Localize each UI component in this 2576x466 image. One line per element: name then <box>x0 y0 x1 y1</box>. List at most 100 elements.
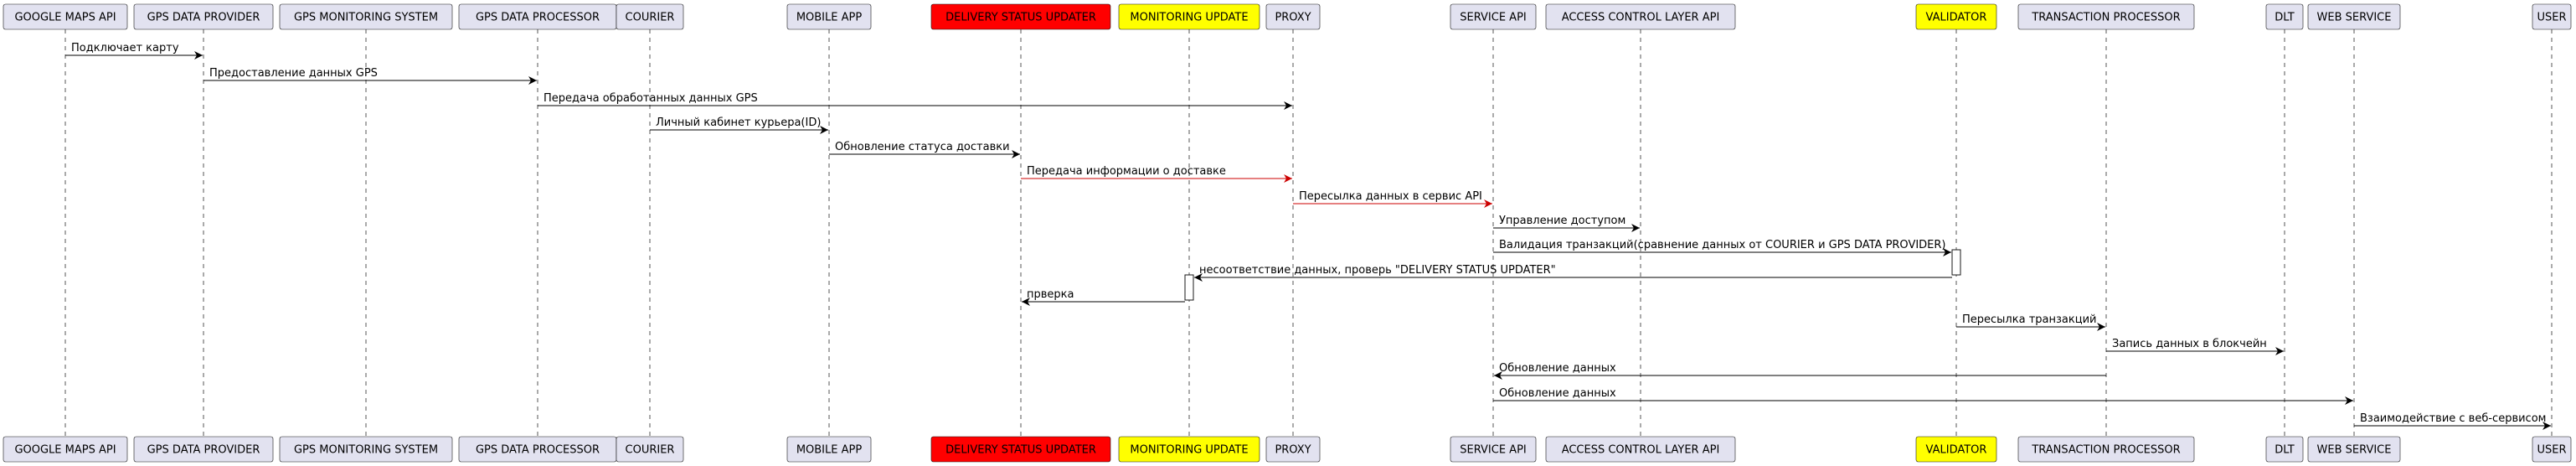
participant-box <box>1545 436 1736 463</box>
participant-label: GOOGLE MAPS API <box>14 444 116 457</box>
participant-gps-monitoring-system-bottom: GPS MONITORING SYSTEM <box>279 436 453 463</box>
participant-label: GOOGLE MAPS API <box>14 12 116 24</box>
participant-box <box>2017 436 2195 463</box>
message-11: прверка <box>1022 288 1185 306</box>
participant-google-maps-api-top: GOOGLE MAPS API <box>3 3 128 30</box>
participant-box <box>133 3 274 30</box>
participant-label: SERVICE API <box>1460 12 1527 24</box>
participant-monitoring-update-top: MONITORING UPDATE <box>1118 3 1260 30</box>
participant-gps-data-provider-bottom: GPS DATA PROVIDER <box>133 436 274 463</box>
message-1: Подключает карту <box>65 42 203 60</box>
participant-box <box>2265 3 2304 30</box>
message-label: Передача информации о доставке <box>1027 165 1226 178</box>
participant-box <box>1118 436 1260 463</box>
participant-courier-top: COURIER <box>616 3 684 30</box>
participant-service-api-bottom: SERVICE API <box>1450 436 1537 463</box>
participant-box <box>1450 3 1537 30</box>
message-label: Пересылка данных в сервис API <box>1299 190 1482 203</box>
participant-user-top: USER <box>2532 3 2572 30</box>
message-7: Пересылка данных в сервис API <box>1293 190 1492 208</box>
message-label: Обновление данных <box>1499 362 1616 375</box>
participant-box <box>1265 436 1321 463</box>
participant-transaction-processor-bottom: TRANSACTION PROCESSOR <box>2017 436 2195 463</box>
participant-label: GPS MONITORING SYSTEM <box>294 444 438 457</box>
participant-label: WEB SERVICE <box>2317 444 2392 457</box>
participant-mobile-app-top: MOBILE APP <box>786 3 872 30</box>
message-16: Взаимодействие с веб-сервисом <box>2354 412 2551 430</box>
participant-label: GPS DATA PROCESSOR <box>476 444 600 457</box>
participant-label: GPS MONITORING SYSTEM <box>294 12 438 24</box>
message-label: Подключает карту <box>71 42 179 54</box>
participant-box <box>1545 3 1736 30</box>
participant-access-control-layer-api-bottom: ACCESS CONTROL LAYER API <box>1545 436 1736 463</box>
participant-box <box>279 436 453 463</box>
participant-web-service-top: WEB SERVICE <box>2307 3 2401 30</box>
message-8: Управление доступом <box>1493 215 1640 232</box>
lifelines-layer <box>64 29 2553 437</box>
participant-gps-monitoring-system-top: GPS MONITORING SYSTEM <box>279 3 453 30</box>
participant-proxy-top: PROXY <box>1265 3 1321 30</box>
participant-courier-bottom: COURIER <box>616 436 684 463</box>
participant-box <box>3 3 128 30</box>
message-label: Управление доступом <box>1499 215 1625 227</box>
participant-box <box>616 436 684 463</box>
message-13: Запись данных в блокчейн <box>2106 338 2284 355</box>
message-3: Передача обработанных данных GPS <box>538 92 1292 110</box>
message-label: Предоставление данных GPS <box>209 67 378 80</box>
participant-box <box>2265 436 2304 463</box>
participant-delivery-status-updater-bottom: DELIVERY STATUS UPDATER <box>930 436 1111 463</box>
participant-validator-top: VALIDATOR <box>1915 3 1997 30</box>
participant-label: DELIVERY STATUS UPDATER <box>945 12 1096 24</box>
message-label: прверка <box>1027 288 1074 301</box>
participant-user-bottom: USER <box>2532 436 2572 463</box>
participant-label: COURIER <box>626 12 675 24</box>
activation-monitoring-update <box>1184 274 1194 301</box>
participant-label: TRANSACTION PROCESSOR <box>2031 12 2180 24</box>
participant-label: DELIVERY STATUS UPDATER <box>945 444 1096 457</box>
participant-box <box>2017 3 2195 30</box>
message-10: несоответствие данных, проверь "DELIVERY… <box>1194 264 1952 282</box>
participant-box <box>279 3 453 30</box>
participant-label: USER <box>2537 444 2566 457</box>
message-5: Обновление статуса доставки <box>829 141 1020 158</box>
participant-box <box>2307 436 2401 463</box>
participant-label: USER <box>2537 12 2566 24</box>
participant-gps-data-processor-top: GPS DATA PROCESSOR <box>458 3 617 30</box>
participant-label: MONITORING UPDATE <box>1130 444 1248 457</box>
participant-transaction-processor-top: TRANSACTION PROCESSOR <box>2017 3 2195 30</box>
message-label: Запись данных в блокчейн <box>2112 338 2267 350</box>
participant-box <box>2532 436 2572 463</box>
participant-box <box>3 436 128 463</box>
participant-delivery-status-updater-top: DELIVERY STATUS UPDATER <box>930 3 1111 30</box>
message-6: Передача информации о доставке <box>1021 165 1292 183</box>
participant-dlt-top: DLT <box>2265 3 2304 30</box>
participant-access-control-layer-api-top: ACCESS CONTROL LAYER API <box>1545 3 1736 30</box>
participant-label: DLT <box>2275 444 2294 457</box>
message-label: Валидация транзакций(сравнение данных от… <box>1499 239 1946 251</box>
participant-box <box>616 3 684 30</box>
activations-layer <box>1184 249 1961 301</box>
message-2: Предоставление данных GPS <box>204 67 537 85</box>
participant-label: DLT <box>2275 12 2294 24</box>
participant-box <box>1450 436 1537 463</box>
participant-label: COURIER <box>626 444 675 457</box>
message-15: Обновление данных <box>1493 387 2353 405</box>
participant-label: TRANSACTION PROCESSOR <box>2031 444 2180 457</box>
participant-label: GPS DATA PROCESSOR <box>476 12 600 24</box>
participant-box <box>930 436 1111 463</box>
participant-label: VALIDATOR <box>1926 12 1987 24</box>
message-label: Передача обработанных данных GPS <box>544 92 758 105</box>
participant-label: ACCESS CONTROL LAYER API <box>1562 12 1720 24</box>
message-label: Пересылка транзакций <box>1962 313 2096 326</box>
participant-box <box>1265 3 1321 30</box>
participant-label: VALIDATOR <box>1926 444 1987 457</box>
participant-box <box>1915 436 1997 463</box>
participant-monitoring-update-bottom: MONITORING UPDATE <box>1118 436 1260 463</box>
message-12: Пересылка транзакций <box>1956 313 2105 331</box>
message-label: Личный кабинет курьера(ID) <box>656 116 821 129</box>
participant-box <box>2532 3 2572 30</box>
participants-layer: GOOGLE MAPS API GOOGLE MAPS API GPS DATA P… <box>3 3 2572 463</box>
participant-service-api-top: SERVICE API <box>1450 3 1537 30</box>
participant-box <box>930 3 1111 30</box>
